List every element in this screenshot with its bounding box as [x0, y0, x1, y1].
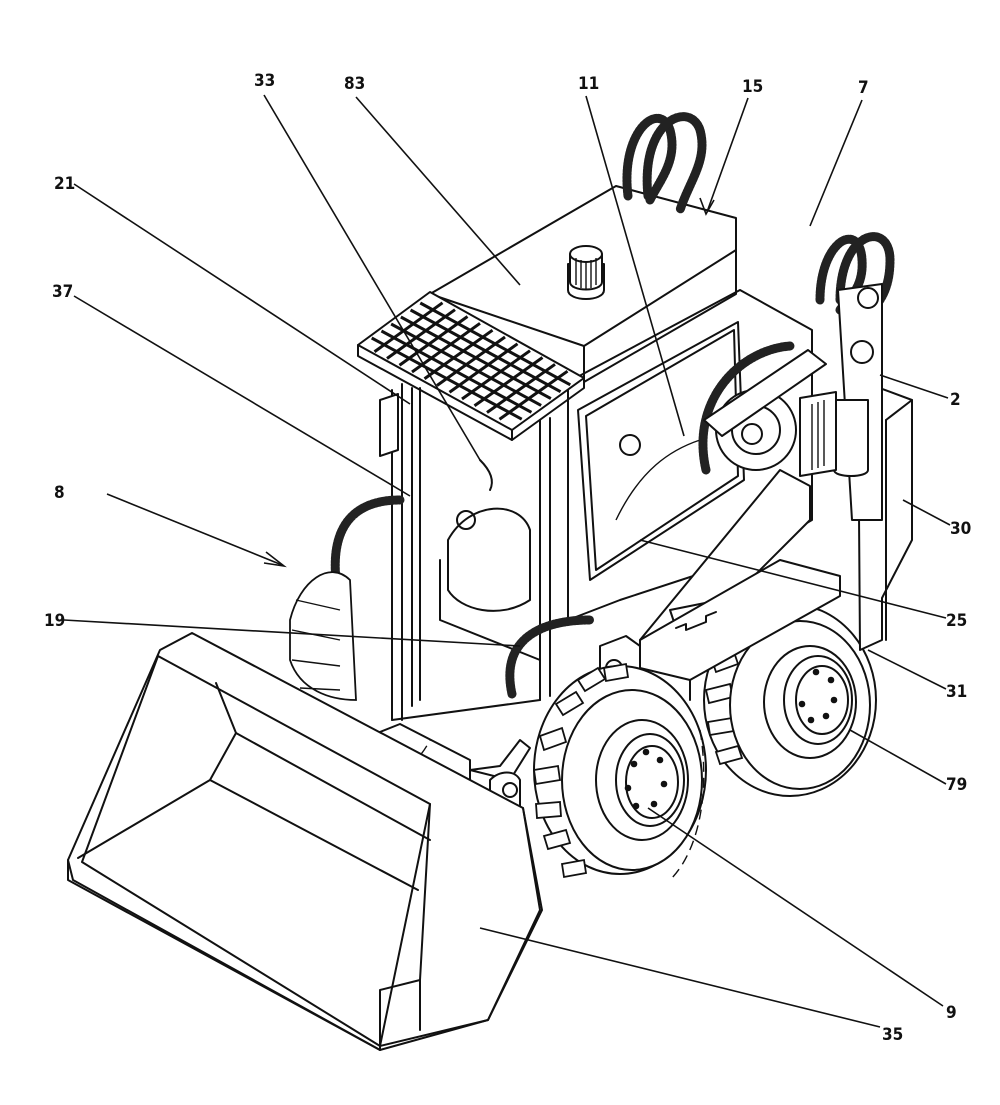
- grille-bar: [409, 308, 562, 394]
- beacon-light: [567, 245, 605, 300]
- grille-bar: [448, 342, 519, 394]
- leader-35: [479, 927, 881, 1028]
- bucket: [67, 632, 543, 1051]
- label-15: 15: [742, 77, 763, 97]
- filter-canister: [833, 399, 869, 477]
- label-25: 25: [946, 611, 967, 631]
- grille-bar: [371, 336, 523, 421]
- grille-mesh: [371, 301, 572, 421]
- arrowhead-15: [699, 197, 715, 216]
- grille-bar: [386, 308, 456, 360]
- label-9: 9: [946, 1003, 957, 1023]
- leader-2: [879, 374, 949, 399]
- leader-21: [73, 183, 411, 405]
- label-33: 33: [254, 71, 275, 91]
- rear-wheel-lug-nuts: [798, 668, 838, 724]
- cab-frame: [379, 383, 551, 721]
- leader-30: [902, 499, 951, 526]
- label-2: 2: [950, 390, 961, 410]
- leader-33: [263, 94, 481, 461]
- label-30: 30: [950, 519, 971, 539]
- front-wheel: [532, 662, 707, 881]
- roof-grille: [357, 291, 585, 441]
- leader-8: [106, 493, 283, 566]
- grille-bar: [419, 301, 572, 387]
- grille-bar: [498, 369, 569, 421]
- front-wheel-tread: [532, 662, 630, 879]
- leader-79: [849, 729, 947, 785]
- label-7: 7: [858, 78, 869, 98]
- rear-wheel: [703, 598, 877, 797]
- leader-25: [639, 539, 947, 619]
- front-wheel-lug-nuts: [624, 748, 668, 810]
- leader-9: [647, 807, 944, 1007]
- grille-bar: [380, 329, 533, 414]
- label-37: 37: [52, 282, 73, 302]
- grille-bar: [390, 322, 542, 407]
- leader-lines: [63, 94, 951, 1028]
- label-21: 21: [54, 174, 75, 194]
- grille-bar: [461, 349, 531, 401]
- leader-83: [355, 96, 521, 286]
- grille-bar: [486, 363, 556, 414]
- leader-15: [706, 97, 749, 213]
- left-front-wheel: [289, 571, 357, 701]
- leader-11: [585, 95, 685, 437]
- grille-bar: [373, 301, 444, 353]
- leader-37: [73, 295, 411, 497]
- label-79: 79: [946, 775, 967, 795]
- leader-7: [809, 99, 863, 227]
- label-83: 83: [344, 74, 365, 94]
- grille-bar: [400, 315, 552, 400]
- hydraulic-hoses: [330, 112, 895, 699]
- lift-arm: [639, 349, 827, 661]
- label-8: 8: [54, 483, 65, 503]
- label-35: 35: [882, 1025, 903, 1045]
- grille-bar: [423, 328, 494, 380]
- reference-numerals: 33 83 11 15 7 21 37 2 8 30 25 19 31 79 9…: [44, 71, 971, 1045]
- grille-bar: [436, 335, 506, 387]
- rear-tower: [799, 283, 883, 521]
- windshield: [577, 321, 745, 581]
- grille-bar: [473, 356, 544, 407]
- arrowhead-8: [263, 551, 287, 568]
- label-31: 31: [946, 682, 967, 702]
- leader-31: [867, 649, 947, 690]
- operator-seat: [447, 507, 531, 612]
- label-19: 19: [44, 611, 65, 631]
- leader-19: [63, 619, 521, 647]
- label-11: 11: [578, 74, 599, 94]
- grille-bar: [398, 315, 469, 367]
